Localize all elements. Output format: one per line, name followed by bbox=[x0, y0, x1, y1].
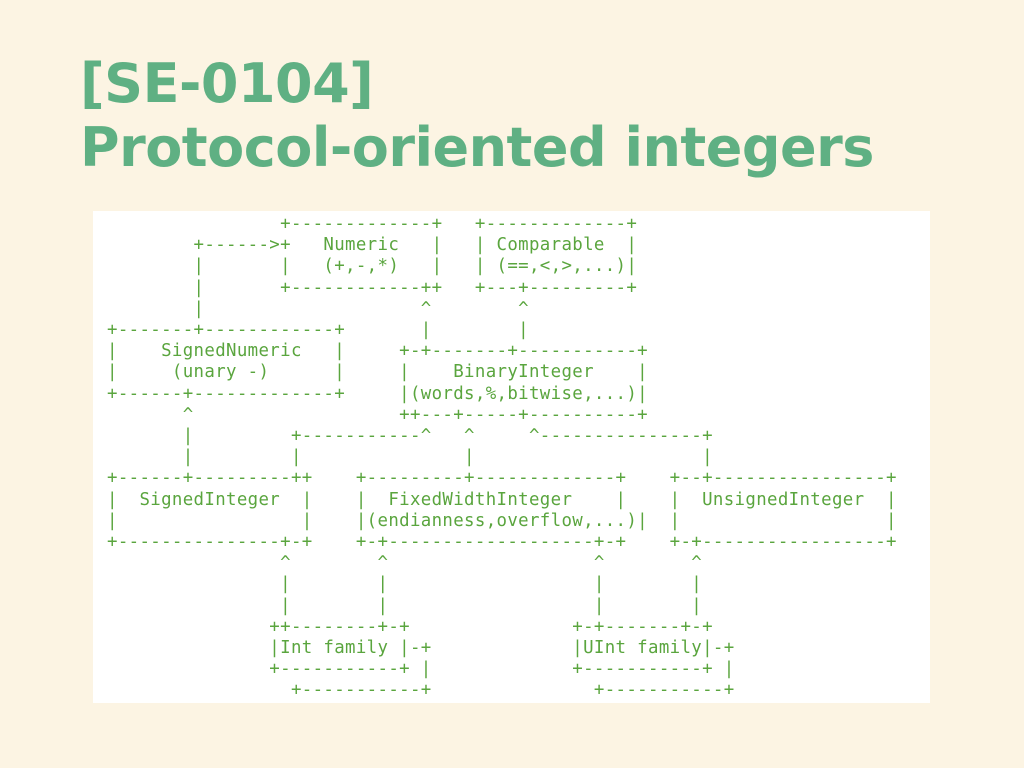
slide-title: [SE-0104] Protocol-oriented integers bbox=[80, 52, 874, 180]
diagram-line: |Int family |-+ |UInt family|-+ bbox=[107, 638, 735, 659]
slide-title-proposal-id: [SE-0104] bbox=[80, 52, 374, 115]
diagram-line: | | | | bbox=[107, 447, 713, 468]
diagram-line: | +-----------^ ^ ^---------------+ bbox=[107, 426, 713, 447]
diagram-line: | | |(endianness,overflow,...)| | | bbox=[107, 510, 897, 531]
diagram-line: | | | | bbox=[107, 574, 703, 595]
diagram-line: +------>+ Numeric | | Comparable | bbox=[107, 235, 638, 256]
diagram-line: | +------------++ +---+---------+ bbox=[107, 277, 638, 298]
slide-title-topic: Protocol-oriented integers bbox=[80, 116, 874, 179]
diagram-line: | | | | bbox=[107, 595, 703, 616]
diagram-line: +-------------+ +-------------+ bbox=[107, 214, 638, 234]
protocol-hierarchy-diagram: +-------------+ +-------------+ +------>… bbox=[107, 214, 897, 702]
ascii-diagram-panel: +-------------+ +-------------+ +------>… bbox=[93, 211, 930, 703]
diagram-line: | SignedNumeric | +-+-------+-----------… bbox=[107, 341, 649, 362]
diagram-line: +------+-------------+ |(words,%,bitwise… bbox=[107, 383, 649, 404]
diagram-line: ^ ^ ^ ^ bbox=[107, 553, 703, 574]
diagram-line: +---------------+-+ +-+-----------------… bbox=[107, 532, 897, 553]
diagram-line: | SignedInteger | | FixedWidthInteger | … bbox=[107, 489, 897, 510]
diagram-line: +------+---------++ +---------+---------… bbox=[107, 468, 897, 489]
diagram-line: | | (+,-,*) | | (==,<,>,...)| bbox=[107, 256, 638, 277]
diagram-line: ++--------+-+ +-+-------+-+ bbox=[107, 616, 713, 637]
diagram-line: | ^ ^ bbox=[107, 298, 529, 319]
diagram-line: +-------+------------+ | | bbox=[107, 320, 529, 341]
diagram-line: +-----------+ | +-----------+ | bbox=[107, 659, 735, 680]
diagram-line: +-----------+ +-----------+ bbox=[107, 680, 735, 701]
diagram-line: ^ ++---+-----+----------+ bbox=[107, 404, 649, 425]
diagram-line: | (unary -) | | BinaryInteger | bbox=[107, 362, 649, 383]
